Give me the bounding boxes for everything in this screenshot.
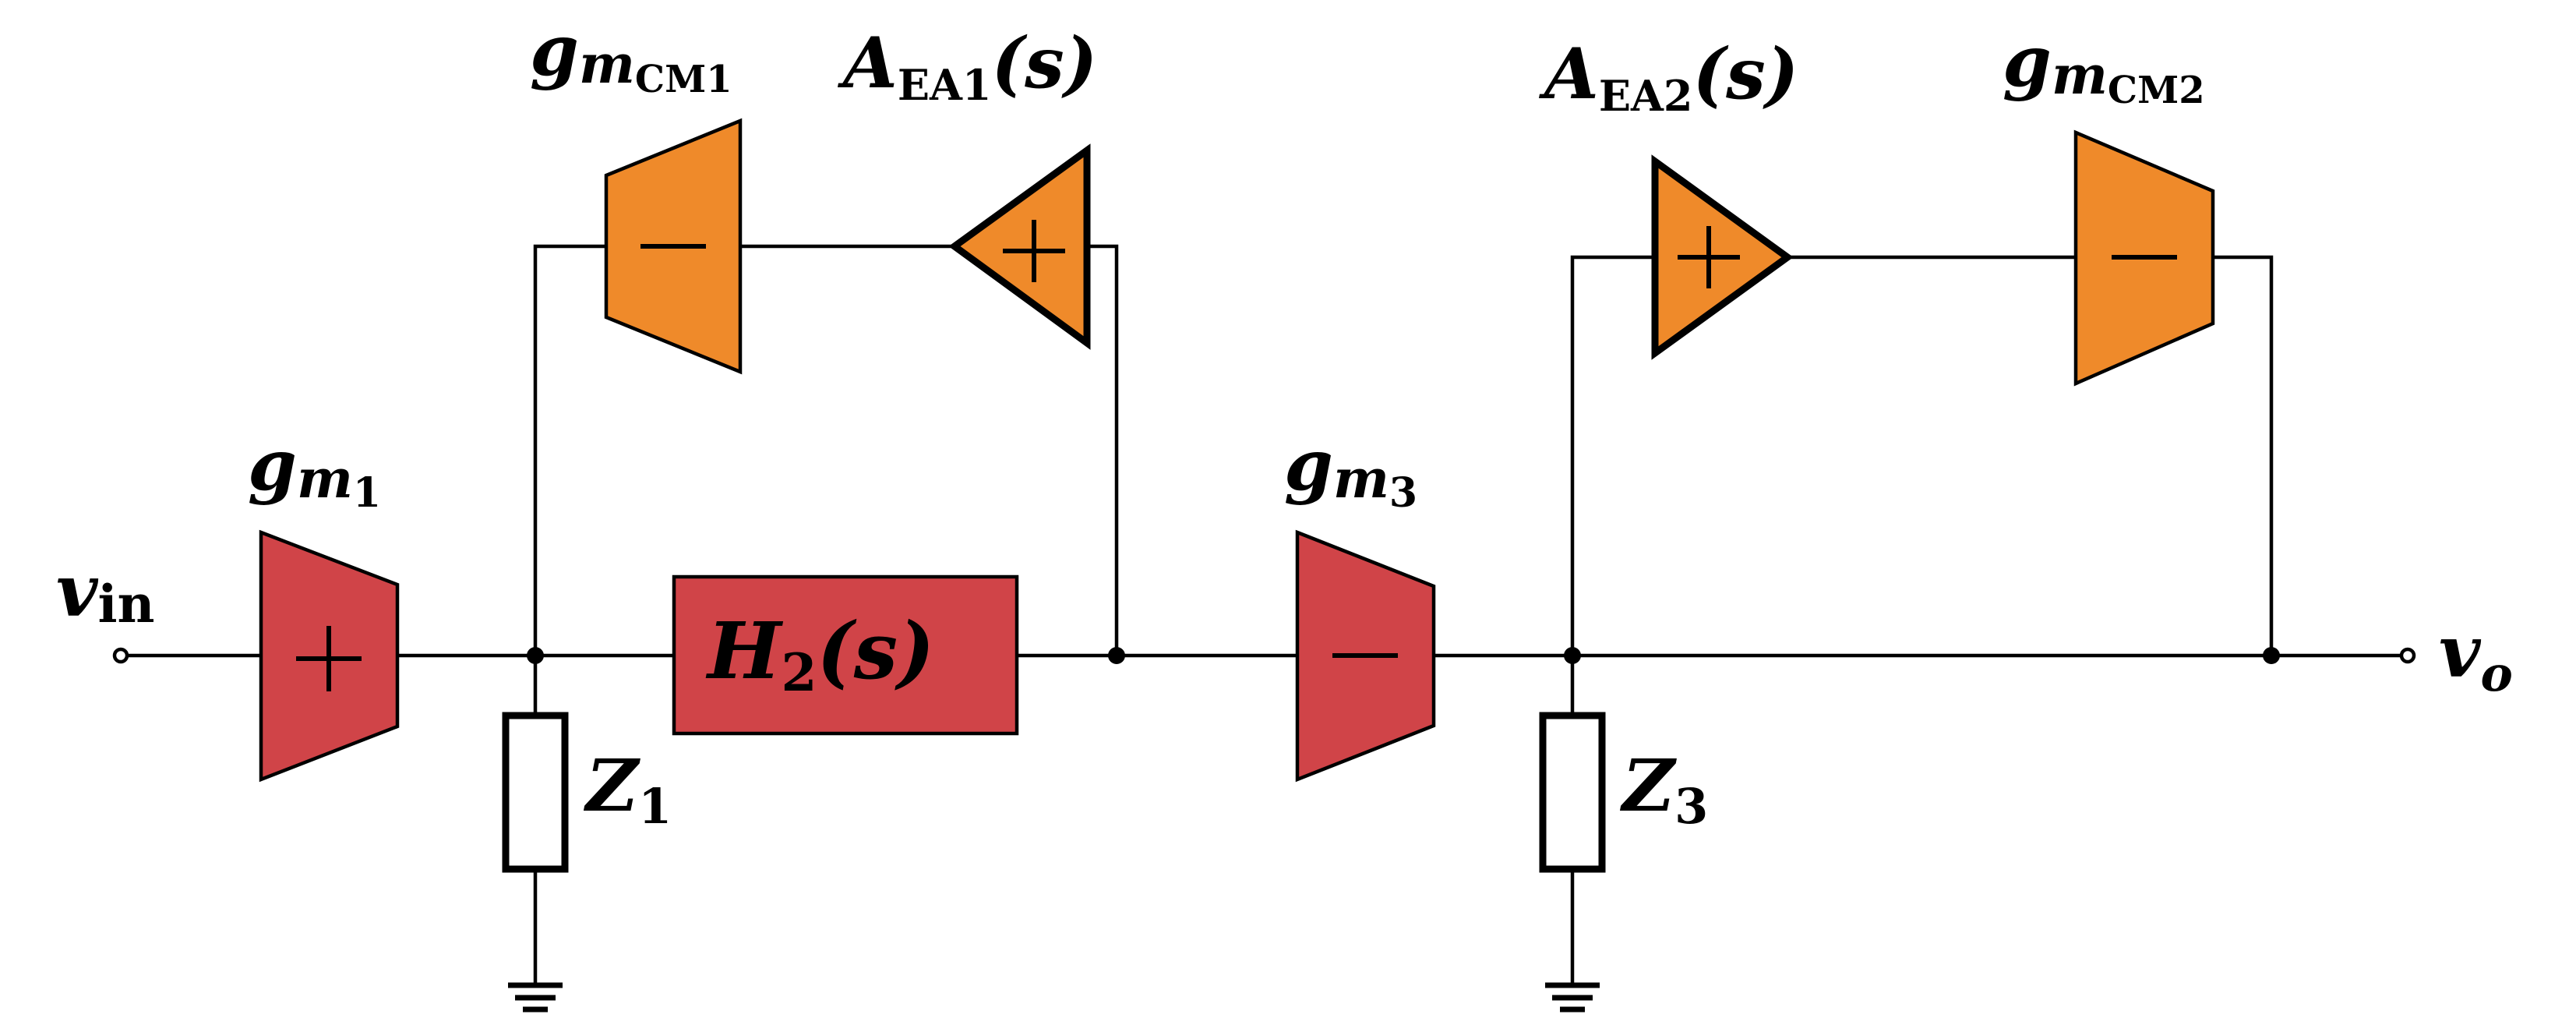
h2-label: H2(s)	[705, 605, 934, 703]
z1-resistor	[502, 712, 569, 873]
vin-label: vin	[56, 549, 155, 634]
gmcm1-label: gmCM1	[530, 9, 732, 101]
junction-node	[527, 647, 544, 664]
vin-terminal	[112, 647, 129, 664]
terminals	[112, 647, 2416, 664]
z3-branch	[1539, 656, 1606, 1013]
z3-resistor	[1539, 712, 1606, 873]
gm3-label: gm3	[1284, 424, 1417, 517]
ground-icon	[1545, 982, 1600, 1013]
gmcm2-label: gmCM2	[2003, 20, 2205, 112]
gm1-label: gm1	[248, 424, 381, 517]
h2-body	[672, 574, 1019, 736]
ground-icon	[508, 982, 563, 1013]
gm3-block	[1295, 529, 1436, 783]
gmcm1-block	[604, 118, 743, 375]
gmcm2-block	[2073, 129, 2215, 387]
z1-branch	[502, 656, 569, 1013]
aea1-body	[948, 143, 1091, 350]
junction-nodes	[527, 647, 2280, 664]
feedback-loop-1-wires	[533, 244, 1119, 656]
junction-node	[2263, 647, 2280, 664]
vo-label: vo	[2439, 610, 2513, 702]
junction-node	[1564, 647, 1581, 664]
z1-label: Z1	[583, 744, 672, 835]
feedback-loop-2-wires	[1570, 255, 2274, 656]
h2-block	[672, 574, 1019, 736]
z3-label: Z3	[1619, 744, 1708, 835]
vo-terminal	[2399, 647, 2416, 664]
aea1-amplifier	[948, 143, 1091, 350]
gm1-block	[259, 529, 400, 783]
junction-node	[1108, 647, 1125, 664]
aea2-label: AEA2(s)	[1538, 33, 1798, 121]
aea2-amplifier	[1651, 154, 1794, 360]
aea1-label: AEA1(s)	[837, 22, 1097, 110]
